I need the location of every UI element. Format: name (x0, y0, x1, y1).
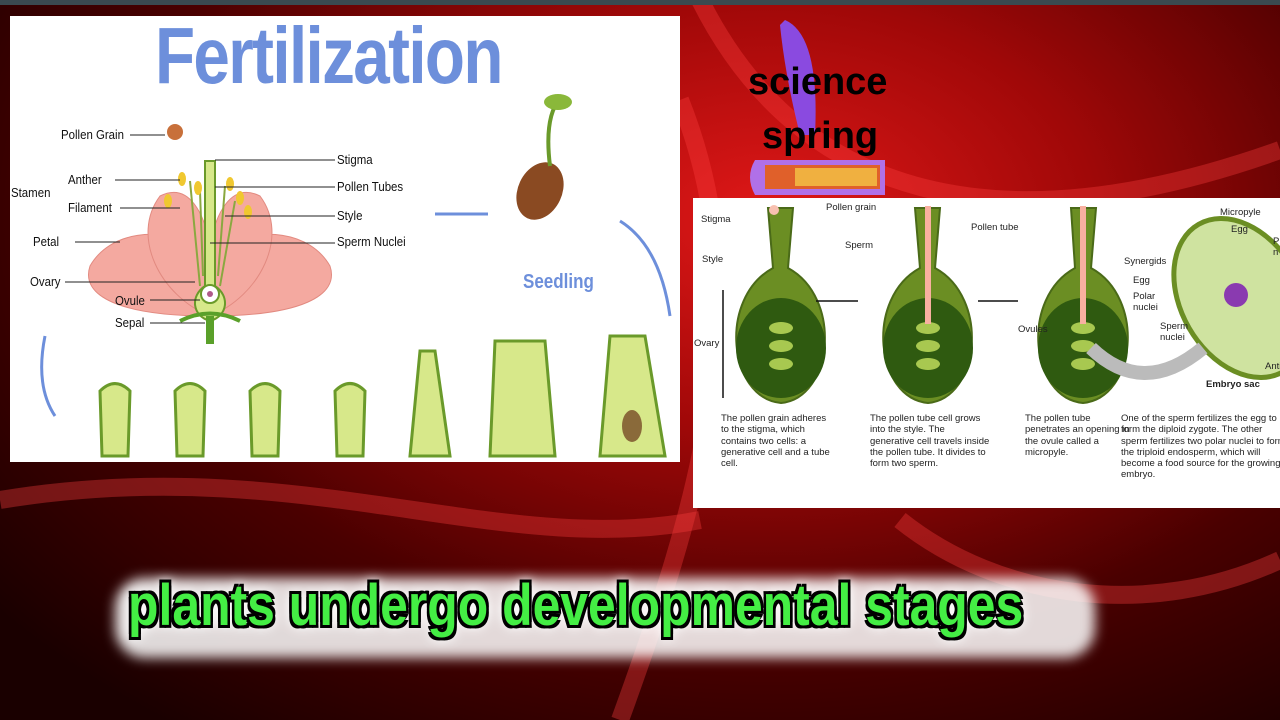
label-pollen-grain: Pollen grain (826, 202, 877, 213)
pollination-stages-diagram: Pollen grain Stigma Style Ovary Pollen t… (693, 198, 1280, 508)
caption-step-3: The pollen tube penetrates an opening in… (1025, 413, 1130, 458)
label-ovule: Ovule (115, 293, 145, 308)
flower-fertilization-diagram: Fertilization Pollen Grain Stamen Anther… (10, 11, 680, 462)
label-filament: Filament (68, 200, 112, 215)
label-stamen: Stamen (11, 185, 51, 200)
caption-step-2: The pollen tube cell grows into the styl… (870, 413, 990, 470)
thumbnail-caption: plants undergo developmental stages (128, 573, 1024, 638)
label-polar-nuclei-partial: P n (1273, 236, 1280, 258)
label-stigma: Stigma (337, 152, 373, 167)
label-style: Style (337, 208, 363, 223)
caption-step-4: One of the sperm fertilizes the egg to f… (1121, 413, 1280, 481)
caption-glow (115, 578, 1095, 658)
label-embryo-sac: Embryo sac (1206, 379, 1260, 390)
ovary-illustrations (722, 205, 1280, 405)
flower-illustration (40, 94, 672, 458)
top-strip (0, 0, 1280, 5)
label-micropyle: Micropyle (1220, 207, 1261, 218)
label-sperm: Sperm (845, 240, 873, 251)
label-stigma: Stigma (701, 214, 731, 225)
label-pollen-tube: Pollen tube (971, 222, 1019, 233)
label-synergids: Synergids (1124, 256, 1167, 267)
label-ovary: Ovary (30, 274, 61, 289)
logo-text-spring: spring (762, 115, 879, 157)
diagram-title: Fertilization (155, 11, 503, 100)
logo-quill-book-icon (750, 20, 885, 195)
label-polar-nuclei: Polar nuclei (1133, 291, 1158, 313)
label-ovules: Ovules (1018, 324, 1048, 335)
logo-text-science: science (748, 61, 888, 103)
label-egg-embryo-sac: Egg (1231, 224, 1248, 235)
label-egg: Egg (1133, 275, 1150, 286)
label-ovary: Ovary (694, 338, 720, 349)
label-antipodal-partial: Antipo (1265, 361, 1280, 372)
label-sperm-nuclei: Sperm nuclei (1160, 321, 1188, 343)
caption-step-1: The pollen grain adheres to the stigma, … (721, 413, 830, 470)
label-sperm-nuclei: Sperm Nuclei (337, 234, 406, 249)
label-pollen-grain: Pollen Grain (61, 127, 124, 142)
label-pollen-tubes: Pollen Tubes (337, 179, 404, 194)
label-style: Style (702, 254, 724, 265)
label-petal: Petal (33, 234, 60, 249)
label-sepal: Sepal (115, 315, 145, 330)
label-anther: Anther (68, 172, 102, 187)
label-seedling: Seedling (523, 271, 594, 293)
